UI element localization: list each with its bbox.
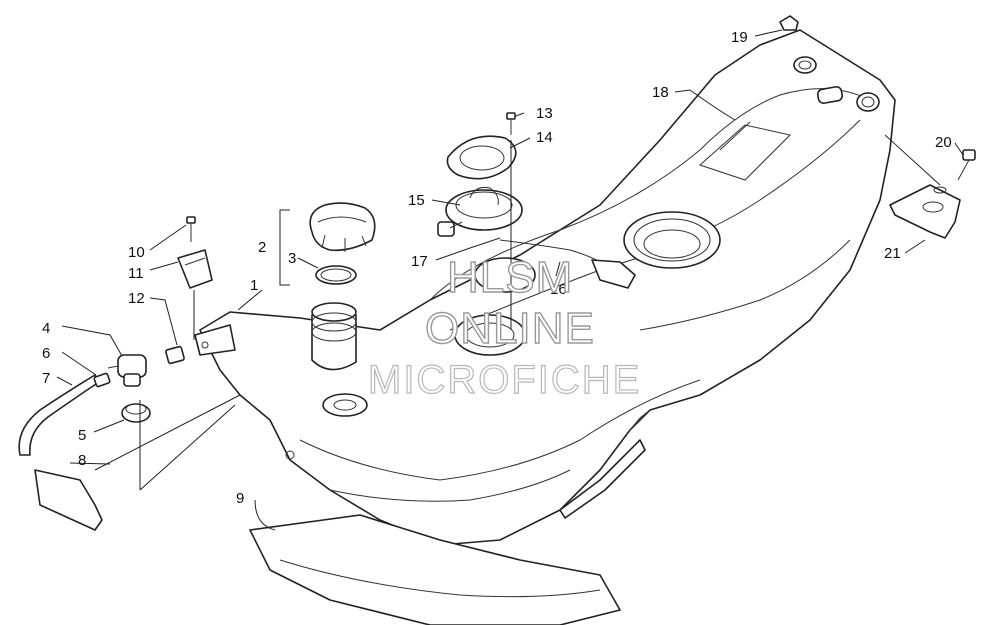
callout-2: 2 [258, 239, 266, 256]
callout-1: 1 [250, 277, 258, 294]
leader-lines [56, 29, 964, 531]
callout-7: 7 [42, 370, 50, 387]
callout-20: 20 [935, 134, 952, 151]
fitting [93, 372, 111, 388]
o-ring [315, 265, 357, 285]
fuel-pump [437, 187, 523, 237]
callout-11: 11 [128, 265, 144, 282]
callout-19: 19 [731, 29, 748, 46]
callout-13: 13 [536, 105, 553, 122]
callout-4: 4 [42, 320, 50, 337]
callout-21: 21 [884, 245, 901, 262]
fuel-cap [309, 202, 376, 252]
rollover-valve [107, 354, 147, 387]
fuel-tank [194, 29, 896, 546]
bolt [957, 149, 976, 181]
callout-14: 14 [536, 129, 553, 146]
grommet [121, 403, 151, 423]
callout-labels: 1 2 3 4 5 6 7 8 9 10 11 12 13 14 15 16 1… [42, 29, 952, 507]
callout-6: 6 [42, 345, 50, 362]
callout-17: 17 [411, 253, 428, 270]
cap-nut [779, 15, 799, 31]
watermark: HLSM ONLINE MICROFICHE [367, 252, 641, 402]
gauge-wire [499, 239, 601, 263]
bracket [177, 249, 213, 289]
mount-bracket [889, 184, 961, 239]
callout-15: 15 [408, 192, 425, 209]
watermark-line-1: HLSM [447, 253, 573, 302]
pump-screw [506, 112, 516, 135]
fuel-sender [591, 259, 636, 289]
watermark-line-2: ONLINE [425, 304, 595, 353]
retaining-ring [446, 135, 517, 180]
callout-18: 18 [652, 84, 669, 101]
screw [186, 216, 196, 242]
callout-8: 8 [78, 452, 86, 469]
watermark-line-3: MICROFICHE [368, 358, 641, 402]
pad [34, 469, 103, 531]
callout-3: 3 [288, 250, 296, 267]
callout-9: 9 [236, 490, 244, 507]
callout-16: 16 [550, 281, 567, 298]
clip [165, 345, 185, 365]
callout-5: 5 [78, 427, 86, 444]
callout-10: 10 [128, 244, 145, 261]
callout-12: 12 [128, 290, 145, 307]
lower-shield [249, 514, 621, 625]
filler-neck [311, 302, 357, 371]
vent-hose [18, 374, 100, 456]
